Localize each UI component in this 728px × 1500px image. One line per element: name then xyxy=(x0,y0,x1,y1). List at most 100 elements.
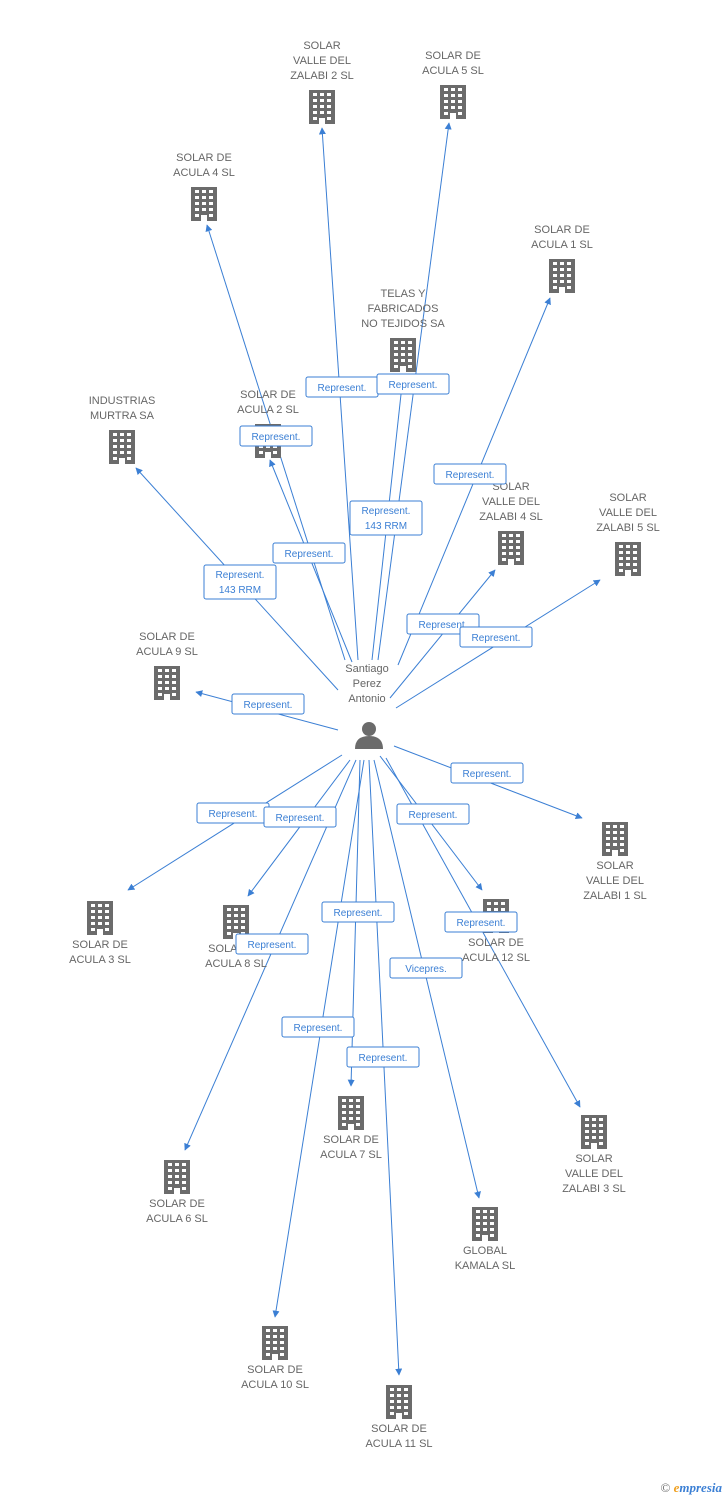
edge-label-telas-fabricados[interactable]: Represent.143 RRM xyxy=(349,500,423,536)
company-name-line: VALLE DEL xyxy=(482,496,540,508)
edge-label-acula-9[interactable]: Represent. xyxy=(231,693,305,715)
edge-label-industrias-murtra[interactable]: Represent.143 RRM xyxy=(203,564,277,600)
edge-label-valle-zalabi-1[interactable]: Represent. xyxy=(450,762,524,784)
edge-label-acula-2[interactable]: Represent. xyxy=(272,542,346,564)
edge-label-global-kamala[interactable]: Vicepres. xyxy=(389,957,463,979)
edge-label-acula-1[interactable]: Represent. xyxy=(433,463,507,485)
building-window xyxy=(342,1105,346,1108)
edge-label-box xyxy=(239,425,313,447)
company-name-line: ACULA 4 SL xyxy=(173,167,235,179)
building-window xyxy=(320,105,324,108)
building-window xyxy=(626,551,630,554)
building-window xyxy=(227,908,231,911)
building-window xyxy=(105,910,109,913)
building-window xyxy=(127,445,131,448)
company-name-line: ACULA 7 SL xyxy=(320,1149,382,1161)
building-window xyxy=(234,908,238,911)
building-window xyxy=(349,1111,353,1114)
building-window xyxy=(444,106,448,109)
building-icon xyxy=(191,187,217,221)
building-window xyxy=(175,1169,179,1172)
edge-label-acula-12[interactable]: Represent. xyxy=(396,803,470,825)
building-door xyxy=(591,1143,597,1149)
edge-label-text: Vicepres. xyxy=(405,964,447,975)
building-window xyxy=(567,274,571,277)
building-icon xyxy=(581,1115,607,1149)
edge-label-box xyxy=(376,373,450,395)
building-window xyxy=(509,534,513,537)
edge-label-valle-zalabi-5[interactable]: Represent. xyxy=(459,626,533,648)
company-name-line: VALLE DEL xyxy=(565,1168,623,1180)
building-window xyxy=(327,111,331,114)
building-window xyxy=(394,341,398,344)
edge-label-acula-4[interactable]: Represent. xyxy=(239,425,313,447)
company-name-line: SOLAR xyxy=(575,1153,612,1165)
building-window xyxy=(241,920,245,923)
building-window xyxy=(313,93,317,96)
building-window xyxy=(280,1353,284,1356)
company-name-line: VALLE DEL xyxy=(599,507,657,519)
building-window xyxy=(509,552,513,555)
building-door xyxy=(174,1188,180,1194)
edge-label-text: Represent. xyxy=(248,940,297,951)
building-window xyxy=(592,1118,596,1121)
building-window xyxy=(620,825,624,828)
building-window xyxy=(280,1341,284,1344)
edge-label-acula-7[interactable]: Represent. xyxy=(321,901,395,923)
building-window xyxy=(490,1228,494,1231)
building-window xyxy=(209,196,213,199)
building-window xyxy=(560,268,564,271)
edge-label-acula-5[interactable]: Represent. xyxy=(376,373,450,395)
building-window xyxy=(259,451,263,454)
building-window xyxy=(202,196,206,199)
edge-label-text: Represent. xyxy=(216,570,265,581)
building-window xyxy=(127,433,131,436)
person-icon xyxy=(355,722,383,749)
building-window xyxy=(390,1406,394,1409)
building-window xyxy=(195,196,199,199)
building-door xyxy=(559,287,565,293)
building-window xyxy=(502,552,506,555)
edge-label-acula-6[interactable]: Represent. xyxy=(235,933,309,955)
edge-label-acula-3[interactable]: Represent. xyxy=(196,802,270,824)
building-window xyxy=(585,1118,589,1121)
edge-label-box xyxy=(281,1016,355,1038)
edge-label-valle-zalabi-2[interactable]: Represent. xyxy=(305,376,379,398)
company-name-line: SOLAR xyxy=(303,40,340,52)
building-window xyxy=(182,1163,186,1166)
edge-line-global-kamala xyxy=(373,759,481,1199)
company-name-line: ZALABI 5 SL xyxy=(596,522,660,534)
building-window xyxy=(273,451,277,454)
building-window xyxy=(394,359,398,362)
building-window xyxy=(501,902,505,905)
company-name-line: SOLAR xyxy=(609,492,646,504)
company-node-valle-zalabi-5[interactable]: SOLAR VALLE DEL ZALABI 5 SL xyxy=(596,492,660,576)
copyright-footer[interactable]: © empresia xyxy=(660,1480,722,1496)
edge-label-text: Represent. xyxy=(389,380,438,391)
building-window xyxy=(280,1347,284,1350)
edge-label-valle-zalabi-3[interactable]: Represent. xyxy=(444,911,518,933)
edge-label-acula-8[interactable]: Represent. xyxy=(263,806,337,828)
edge-label-acula-11[interactable]: Represent. xyxy=(346,1046,420,1068)
building-window xyxy=(606,837,610,840)
edge-label-acula-10[interactable]: Represent. xyxy=(281,1016,355,1038)
